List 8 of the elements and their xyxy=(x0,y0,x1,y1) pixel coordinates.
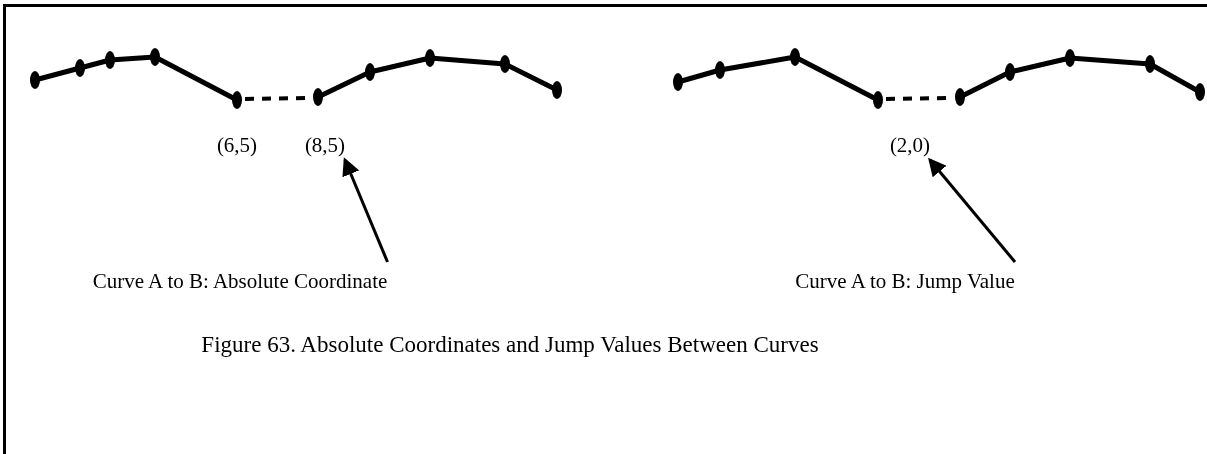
arrow xyxy=(928,157,1017,263)
text-label: (8,5) xyxy=(304,132,346,158)
coordinate-label: (6,5) xyxy=(216,132,258,158)
text-label: Curve A to B: Jump Value xyxy=(795,268,1015,294)
text-label: Curve A to B: Absolute Coordinate xyxy=(92,268,388,294)
text-label: (2,0) xyxy=(889,132,931,158)
arrow xyxy=(342,157,389,263)
figure-caption: Figure 63. Absolute Coordinates and Jump Values Between Curves xyxy=(201,331,819,359)
